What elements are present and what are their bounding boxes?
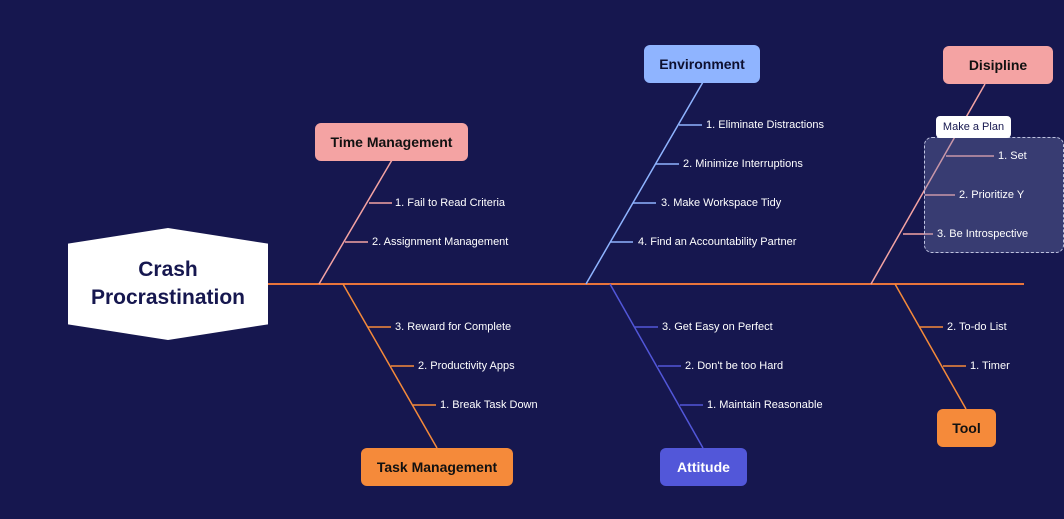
leaf-attitude-2[interactable]: 2. Don't be too Hard — [685, 360, 784, 372]
category-disipline[interactable]: Disipline — [943, 46, 1053, 84]
category-tool[interactable]: Tool — [937, 409, 996, 447]
leaf-environment-3[interactable]: 3. Make Workspace Tidy — [661, 197, 782, 209]
category-environment[interactable]: Environment — [644, 45, 760, 83]
leaf-attitude-1[interactable]: 3. Get Easy on Perfect — [662, 321, 773, 333]
head-title-line2: Procrastination — [90, 286, 246, 309]
category-tool-label: Tool — [952, 420, 981, 436]
bone-time-management — [318, 159, 393, 285]
leaf-attitude-3[interactable]: 1. Maintain Reasonable — [707, 399, 823, 411]
make-a-plan-label[interactable]: Make a Plan — [936, 116, 1011, 138]
leaf-tool-2[interactable]: 1. Timer — [970, 360, 1010, 372]
category-time-management-label: Time Management — [330, 134, 453, 150]
leaf-task-management-2[interactable]: 2. Productivity Apps — [418, 360, 515, 372]
leaf-disipline-1[interactable]: 1. Set — [998, 150, 1027, 162]
leaf-time-management-2[interactable]: 2. Assignment Management — [372, 236, 509, 248]
leaf-task-management-1[interactable]: 3. Reward for Complete — [395, 321, 512, 333]
make-a-plan-group[interactable] — [924, 137, 1064, 253]
bone-task-management — [342, 283, 438, 449]
leaf-time-management-1[interactable]: 1. Fail to Read Criteria — [395, 197, 506, 209]
diagram-connectors — [266, 81, 1024, 449]
category-task-management-label: Task Management — [376, 459, 498, 475]
bone-attitude — [609, 283, 704, 449]
category-attitude[interactable]: Attitude — [660, 448, 747, 486]
leaf-environment-4[interactable]: 4. Find an Accountability Partner — [638, 236, 797, 248]
bone-environment — [585, 81, 704, 285]
category-attitude-label: Attitude — [677, 459, 730, 475]
bone-tool — [894, 283, 967, 410]
category-task-management[interactable]: Task Management — [361, 448, 513, 486]
category-disipline-label: Disipline — [968, 57, 1028, 73]
fishbone-diagram: Crash Procrastination Time Management En… — [68, 45, 1064, 486]
leaf-task-management-3[interactable]: 1. Break Task Down — [440, 399, 538, 411]
fishbone-head[interactable]: Crash Procrastination — [68, 228, 268, 340]
leaf-environment-1[interactable]: 1. Eliminate Distractions — [706, 119, 824, 131]
leaf-disipline-2[interactable]: 2. Prioritize Y — [959, 189, 1025, 201]
head-title-line1: Crash — [138, 258, 198, 281]
category-environment-label: Environment — [659, 56, 745, 72]
leaf-disipline-3[interactable]: 3. Be Introspective — [937, 228, 1029, 240]
leaf-environment-2[interactable]: 2. Minimize Interruptions — [683, 158, 803, 170]
category-time-management[interactable]: Time Management — [315, 123, 468, 161]
leaf-tool-1[interactable]: 2. To-do List — [947, 321, 1007, 333]
